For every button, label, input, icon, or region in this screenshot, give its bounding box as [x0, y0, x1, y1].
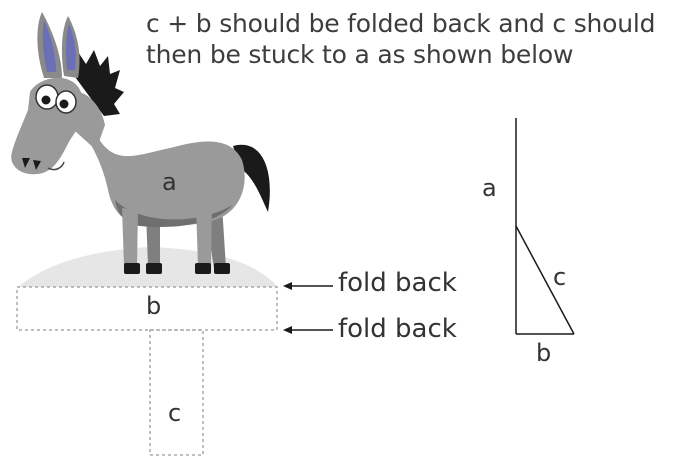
- fold-back-label-bottom: fold back: [338, 314, 457, 344]
- instructions-line-2: then be stuck to a as shown below: [146, 40, 574, 69]
- assembled-stand-diagram: [515, 118, 575, 335]
- donkey-illustration: [11, 12, 270, 274]
- tab-c-dashed-outline: [149, 329, 204, 456]
- label-a-donkey: a: [162, 168, 177, 196]
- instructions-text: c + b should be folded back and c should…: [146, 8, 691, 70]
- tab-b-dashed-outline: [16, 286, 278, 331]
- fold-back-label-top: fold back: [338, 268, 457, 298]
- label-b-tab: b: [146, 292, 162, 320]
- label-c-tab: c: [168, 399, 182, 427]
- instructions-line-1: c + b should be folded back and c should: [146, 9, 656, 38]
- assembled-label-c: c: [553, 263, 567, 291]
- fold-arrow-top: [283, 282, 333, 290]
- fold-arrow-bottom: [283, 326, 333, 334]
- assembled-label-a: a: [482, 174, 497, 202]
- assembled-label-b: b: [536, 339, 552, 367]
